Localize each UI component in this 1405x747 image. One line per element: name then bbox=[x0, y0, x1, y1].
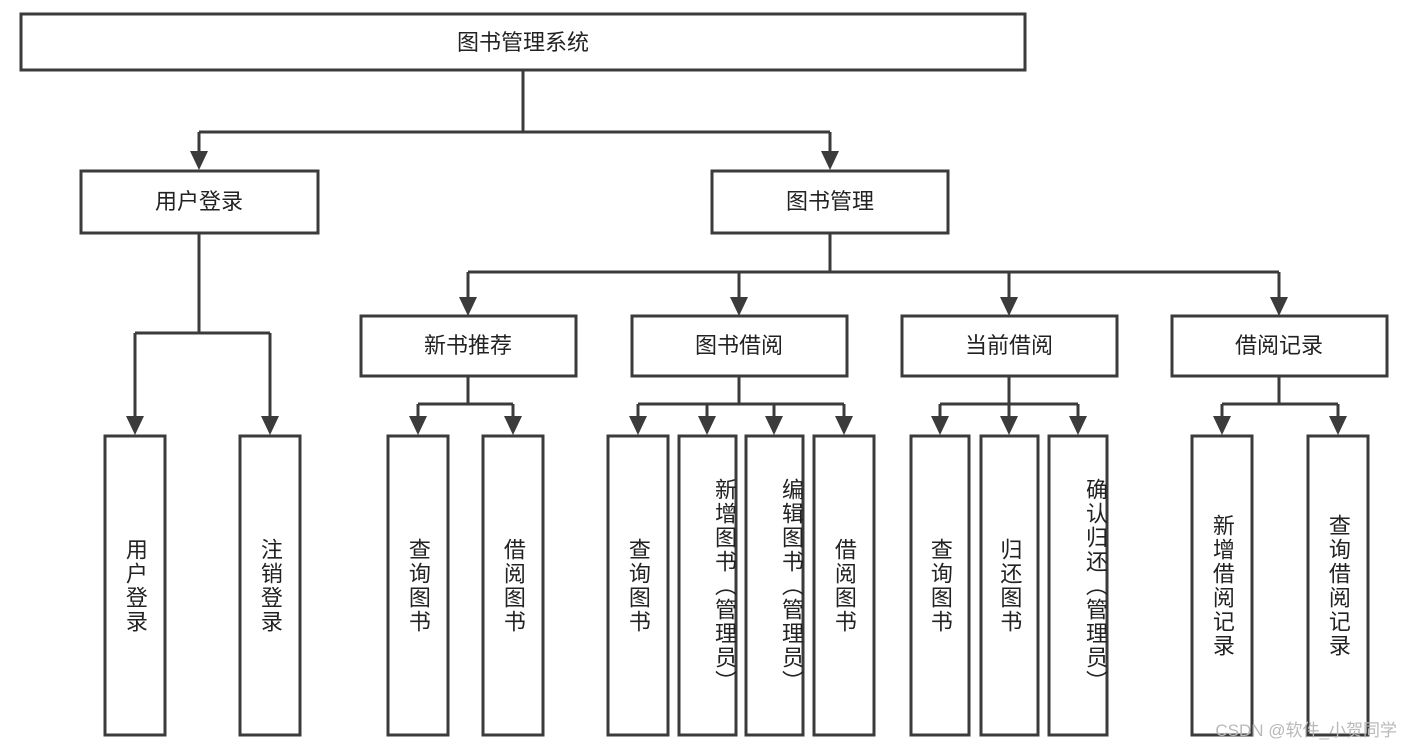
node-root[interactable]: 图书管理系统 bbox=[19, 12, 1027, 72]
leaf-boxes-book-borrow bbox=[606, 434, 876, 737]
node-new-book-recommend-label: 新书推荐 bbox=[424, 333, 512, 358]
leaf-box[interactable] bbox=[1190, 434, 1254, 737]
leaf-boxes-current-borrow bbox=[909, 434, 1109, 737]
node-borrow-record[interactable]: 借阅记录 bbox=[1170, 314, 1389, 378]
node-book-borrow[interactable]: 图书借阅 bbox=[630, 314, 849, 378]
leaf-box[interactable] bbox=[909, 434, 971, 737]
leaf-box[interactable] bbox=[1306, 434, 1370, 737]
leaf-boxes-user-login bbox=[103, 434, 302, 737]
node-borrow-record-label: 借阅记录 bbox=[1235, 333, 1323, 358]
connector-bookmgmt-to-level3 bbox=[459, 233, 1288, 316]
connector-newbook-to-leaves bbox=[409, 376, 522, 435]
node-root-label: 图书管理系统 bbox=[457, 30, 589, 55]
leaf-boxes-borrow-record bbox=[1190, 434, 1370, 737]
node-current-borrow[interactable]: 当前借阅 bbox=[900, 314, 1119, 378]
leaf-box[interactable] bbox=[481, 434, 545, 737]
connector-userlogin-to-leaves bbox=[126, 233, 279, 435]
leaf-box[interactable] bbox=[238, 434, 302, 737]
leaf-box[interactable] bbox=[979, 434, 1040, 737]
connector-bookborrow-to-leaves bbox=[629, 376, 853, 435]
connector-borrowrecord-to-leaves bbox=[1213, 376, 1347, 435]
node-new-book-recommend[interactable]: 新书推荐 bbox=[359, 314, 578, 378]
connector-root-to-level2 bbox=[190, 70, 839, 170]
watermark-text: CSDN @软件_小贺同学 bbox=[1215, 721, 1397, 740]
node-book-management[interactable]: 图书管理 bbox=[710, 169, 950, 235]
leaf-box[interactable] bbox=[386, 434, 450, 737]
leaf-box[interactable] bbox=[1047, 434, 1109, 737]
leaf-box[interactable] bbox=[744, 434, 805, 737]
connector-currentborrow-to-leaves bbox=[931, 376, 1087, 435]
leaf-box[interactable] bbox=[812, 434, 876, 737]
node-user-login[interactable]: 用户登录 bbox=[79, 169, 320, 235]
node-book-management-label: 图书管理 bbox=[786, 189, 874, 214]
node-user-login-label: 用户登录 bbox=[155, 189, 243, 214]
leaf-box[interactable] bbox=[103, 434, 167, 737]
leaf-boxes-new-book-recommend bbox=[386, 434, 545, 737]
node-current-borrow-label: 当前借阅 bbox=[965, 333, 1053, 358]
node-book-borrow-label: 图书借阅 bbox=[695, 333, 783, 358]
leaf-box[interactable] bbox=[606, 434, 670, 737]
leaf-box[interactable] bbox=[677, 434, 738, 737]
